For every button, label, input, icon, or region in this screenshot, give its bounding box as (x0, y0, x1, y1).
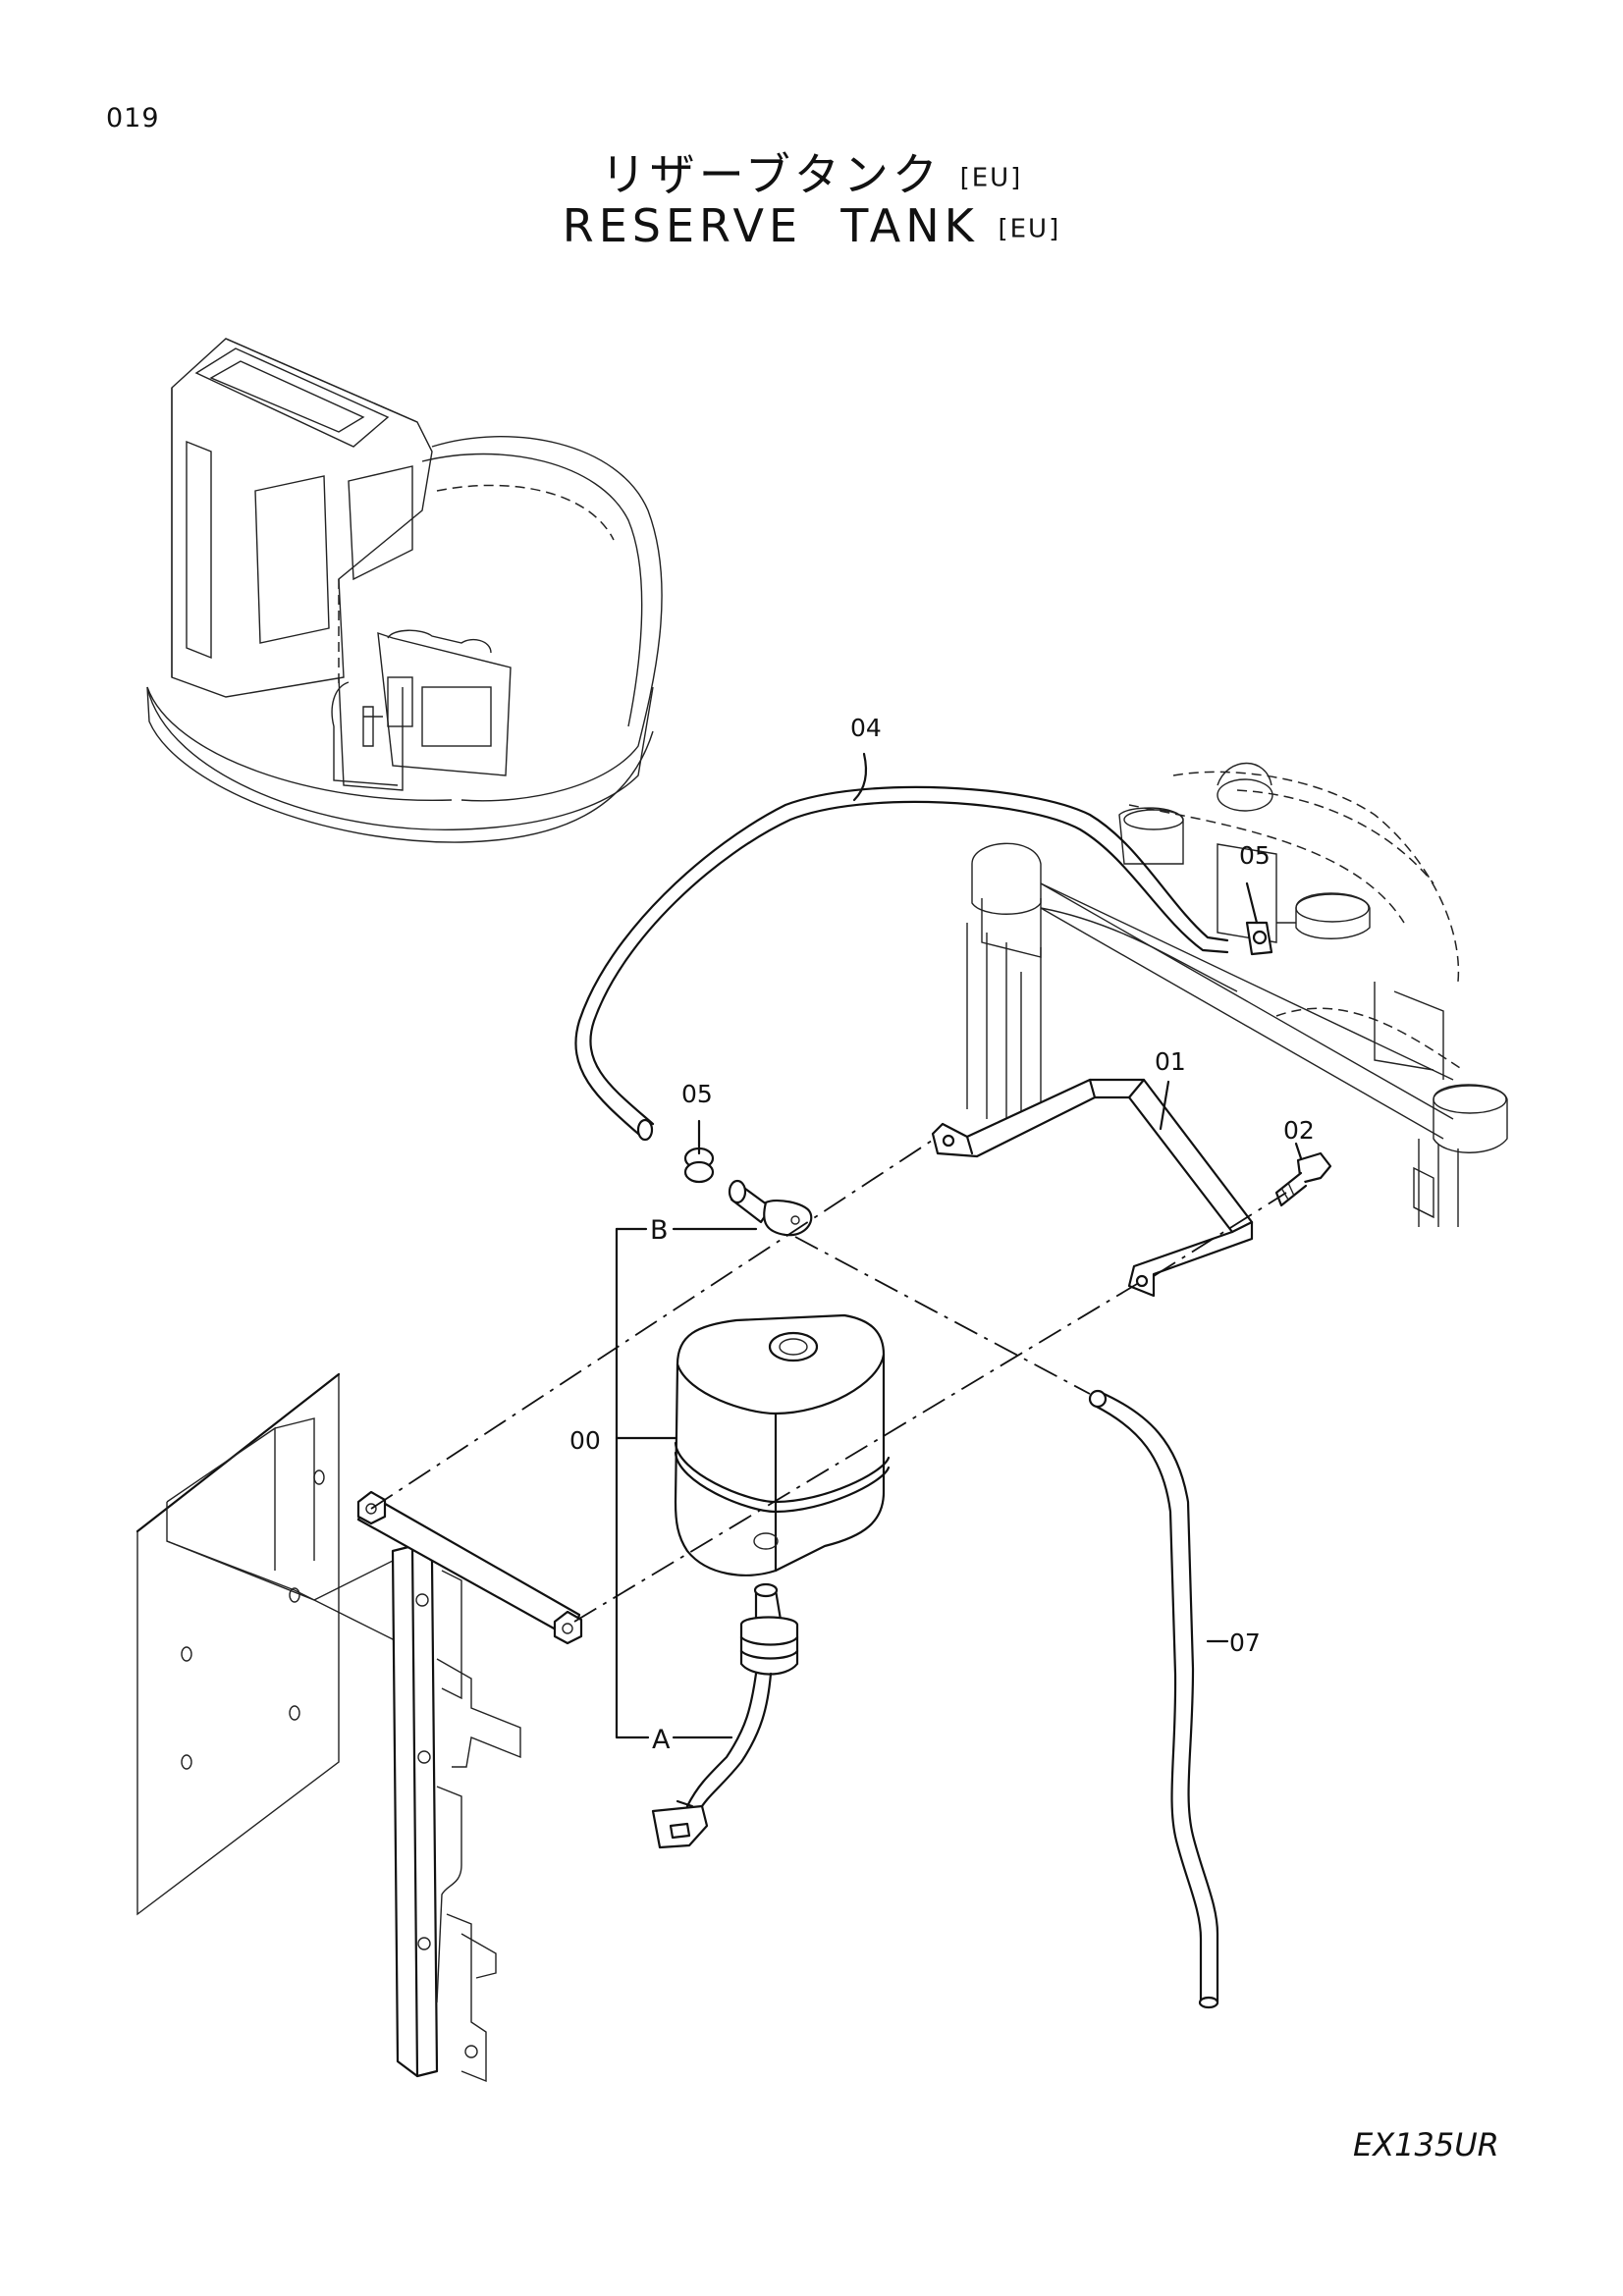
clamp-05-upper[interactable] (1245, 921, 1273, 956)
callout-05-upper: 05 (1239, 841, 1271, 870)
bracket-01[interactable] (931, 1078, 1254, 1298)
callout-ref-a: A (652, 1725, 671, 1755)
callout-02: 02 (1283, 1116, 1315, 1145)
mounting-bracket-frame (135, 1372, 583, 2083)
model-code: EX135UR (1353, 2126, 1499, 2163)
callout-01: 01 (1155, 1047, 1186, 1076)
callout-05-lower: 05 (681, 1080, 713, 1108)
title-en-text: RESERVE TANK (562, 199, 979, 252)
page-title-jp: リザーブタンク [EU] (0, 139, 1623, 204)
hose-07[interactable] (1088, 1389, 1219, 2009)
reference-bracket-lines (615, 1227, 758, 1739)
callout-04: 04 (850, 714, 882, 742)
elbow-fitting-b[interactable] (728, 1179, 813, 1237)
level-sensor-a[interactable] (651, 1582, 799, 1849)
hose-04[interactable] (574, 785, 1229, 1142)
assembly-center-lines (370, 1138, 1287, 1623)
leader-lines (697, 752, 1303, 1643)
radiator-engine-background (966, 762, 1508, 1227)
region-tag-en: [EU] (998, 214, 1061, 244)
page-number: 019 (106, 103, 160, 133)
callout-07: 07 (1229, 1629, 1261, 1657)
bolt-02[interactable] (1274, 1151, 1332, 1207)
clamp-05-lower[interactable] (683, 1147, 715, 1184)
reserve-tank-00[interactable] (674, 1313, 891, 1576)
page-title-en: RESERVE TANK [EU] (0, 199, 1623, 252)
callout-00: 00 (569, 1426, 601, 1455)
excavator-overview-illustration (146, 338, 663, 843)
title-jp-text: リザーブタンク (600, 148, 942, 201)
region-tag-jp: [EU] (959, 163, 1023, 193)
callout-ref-b: B (650, 1215, 669, 1246)
